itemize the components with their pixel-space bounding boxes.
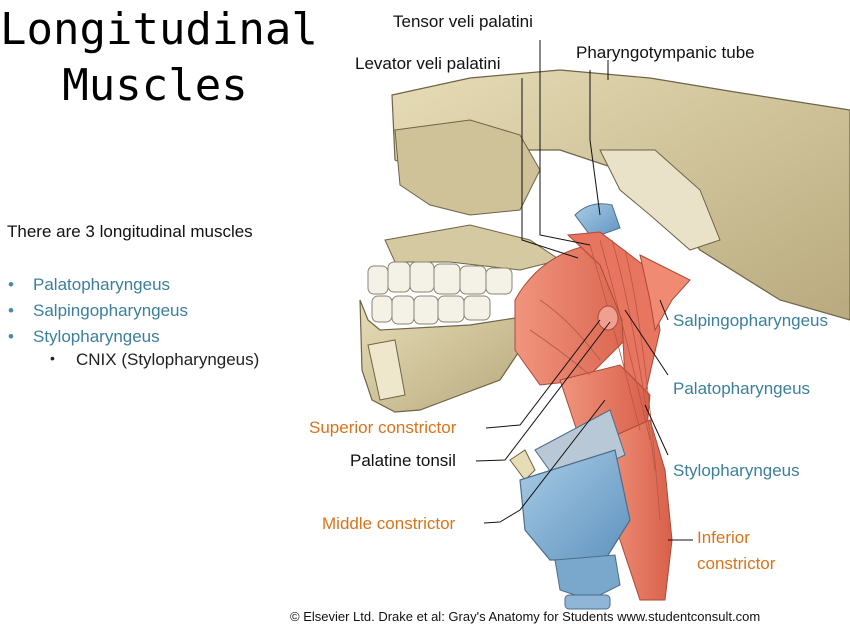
title-line-2: Muscles (62, 60, 248, 111)
temporal-bone (599, 149, 721, 251)
label-inferior-constrictor-line1: Inferior (697, 528, 750, 547)
epiglottis (509, 449, 536, 481)
sphenoid-bone (394, 119, 541, 216)
cricoid-cartilage (554, 554, 621, 601)
palatine-tonsil (597, 305, 619, 331)
thyroid-cartilage (519, 449, 631, 561)
hard-palate (384, 224, 562, 271)
leader-lines (475, 40, 693, 541)
label-inferior-constrictor-line2: constrictor (697, 554, 776, 573)
label-tensor-veli-palatini: Tensor veli palatini (393, 12, 533, 31)
label-pharyngotympanic-tube: Pharyngotympanic tube (576, 43, 755, 62)
label-stylopharyngeus: Stylopharyngeus (673, 461, 800, 480)
slide-title: Longitudinal Muscles (0, 2, 318, 114)
mandible-cut-surface (367, 339, 406, 401)
trachea (564, 594, 611, 610)
sub-item-cn-ix: CNIX (Stylopharyngeus) (50, 350, 259, 370)
lower-teeth (371, 295, 491, 325)
label-salpingopharyngeus: Salpingopharyngeus (673, 311, 829, 330)
stylopharyngeus-muscle (639, 254, 691, 332)
muscle-item-salpingopharyngeus: Salpingopharyngeus (0, 298, 188, 324)
label-palatopharyngeus: Palatopharyngeus (673, 379, 811, 398)
label-superior-constrictor: Superior constrictor (309, 418, 457, 437)
title-line-1: Longitudinal (0, 4, 318, 55)
upper-teeth (367, 261, 513, 295)
label-middle-constrictor: Middle constrictor (322, 514, 456, 533)
muscle-fibers (529, 239, 661, 521)
label-levator-veli-palatini: Levator veli palatini (355, 54, 501, 73)
label-palatine-tonsil: Palatine tonsil (350, 451, 456, 470)
muscle-item-palatopharyngeus: Palatopharyngeus (0, 272, 188, 298)
copyright-credit: © Elsevier Ltd. Drake et al: Gray's Anat… (290, 609, 761, 624)
muscle-list: Palatopharyngeus Salpingopharyngeus Styl… (0, 272, 188, 350)
intro-text: There are 3 longitudinal muscles (7, 222, 253, 241)
muscle-item-stylopharyngeus: Stylopharyngeus (0, 324, 188, 350)
